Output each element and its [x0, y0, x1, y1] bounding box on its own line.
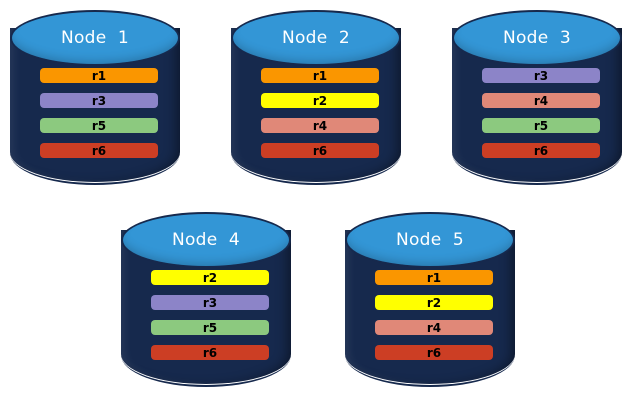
replica-bar: r6 [151, 345, 269, 360]
replica-bar: r3 [151, 295, 269, 310]
replica-bar: r6 [482, 143, 600, 158]
replica-bar: r3 [482, 68, 600, 83]
replica-bar: r4 [375, 320, 493, 335]
node-cylinder-4: Node 4 r2 r3 r5 r6 [121, 212, 291, 387]
replica-bar: r2 [375, 295, 493, 310]
replica-bar: r5 [482, 118, 600, 133]
replica-list: r1 r3 r5 r6 [40, 68, 158, 158]
replica-bar: r6 [375, 345, 493, 360]
node-cylinder-5: Node 5 r1 r2 r4 r6 [345, 212, 515, 387]
node-cylinder-2: Node 2 r1 r2 r4 r6 [231, 10, 401, 185]
node-cylinder-3: Node 3 r3 r4 r5 r6 [452, 10, 622, 185]
replica-bar: r1 [261, 68, 379, 83]
node-label: Node 3 [502, 28, 572, 48]
cylinder-top-ellipse [345, 212, 515, 268]
replica-list: r1 r2 r4 r6 [375, 270, 493, 360]
node-label: Node 2 [281, 28, 351, 48]
replica-bar: r6 [261, 143, 379, 158]
replica-bar: r3 [40, 93, 158, 108]
replica-list: r1 r2 r4 r6 [261, 68, 379, 158]
node-label: Node 5 [395, 230, 465, 250]
replica-list: r2 r3 r5 r6 [151, 270, 269, 360]
replica-bar: r2 [261, 93, 379, 108]
node-label: Node 4 [171, 230, 241, 250]
cylinder-top-ellipse [231, 10, 401, 66]
cylinder-top-ellipse [10, 10, 180, 66]
replica-bar: r5 [40, 118, 158, 133]
node-label: Node 1 [60, 28, 130, 48]
replica-bar: r4 [261, 118, 379, 133]
replica-list: r3 r4 r5 r6 [482, 68, 600, 158]
replica-bar: r1 [40, 68, 158, 83]
node-cylinder-1: Node 1 r1 r3 r5 r6 [10, 10, 180, 185]
replica-bar: r6 [40, 143, 158, 158]
replica-bar: r1 [375, 270, 493, 285]
cylinder-top-ellipse [121, 212, 291, 268]
cylinder-top-ellipse [452, 10, 622, 66]
replica-bar: r5 [151, 320, 269, 335]
replica-bar: r2 [151, 270, 269, 285]
replica-bar: r4 [482, 93, 600, 108]
